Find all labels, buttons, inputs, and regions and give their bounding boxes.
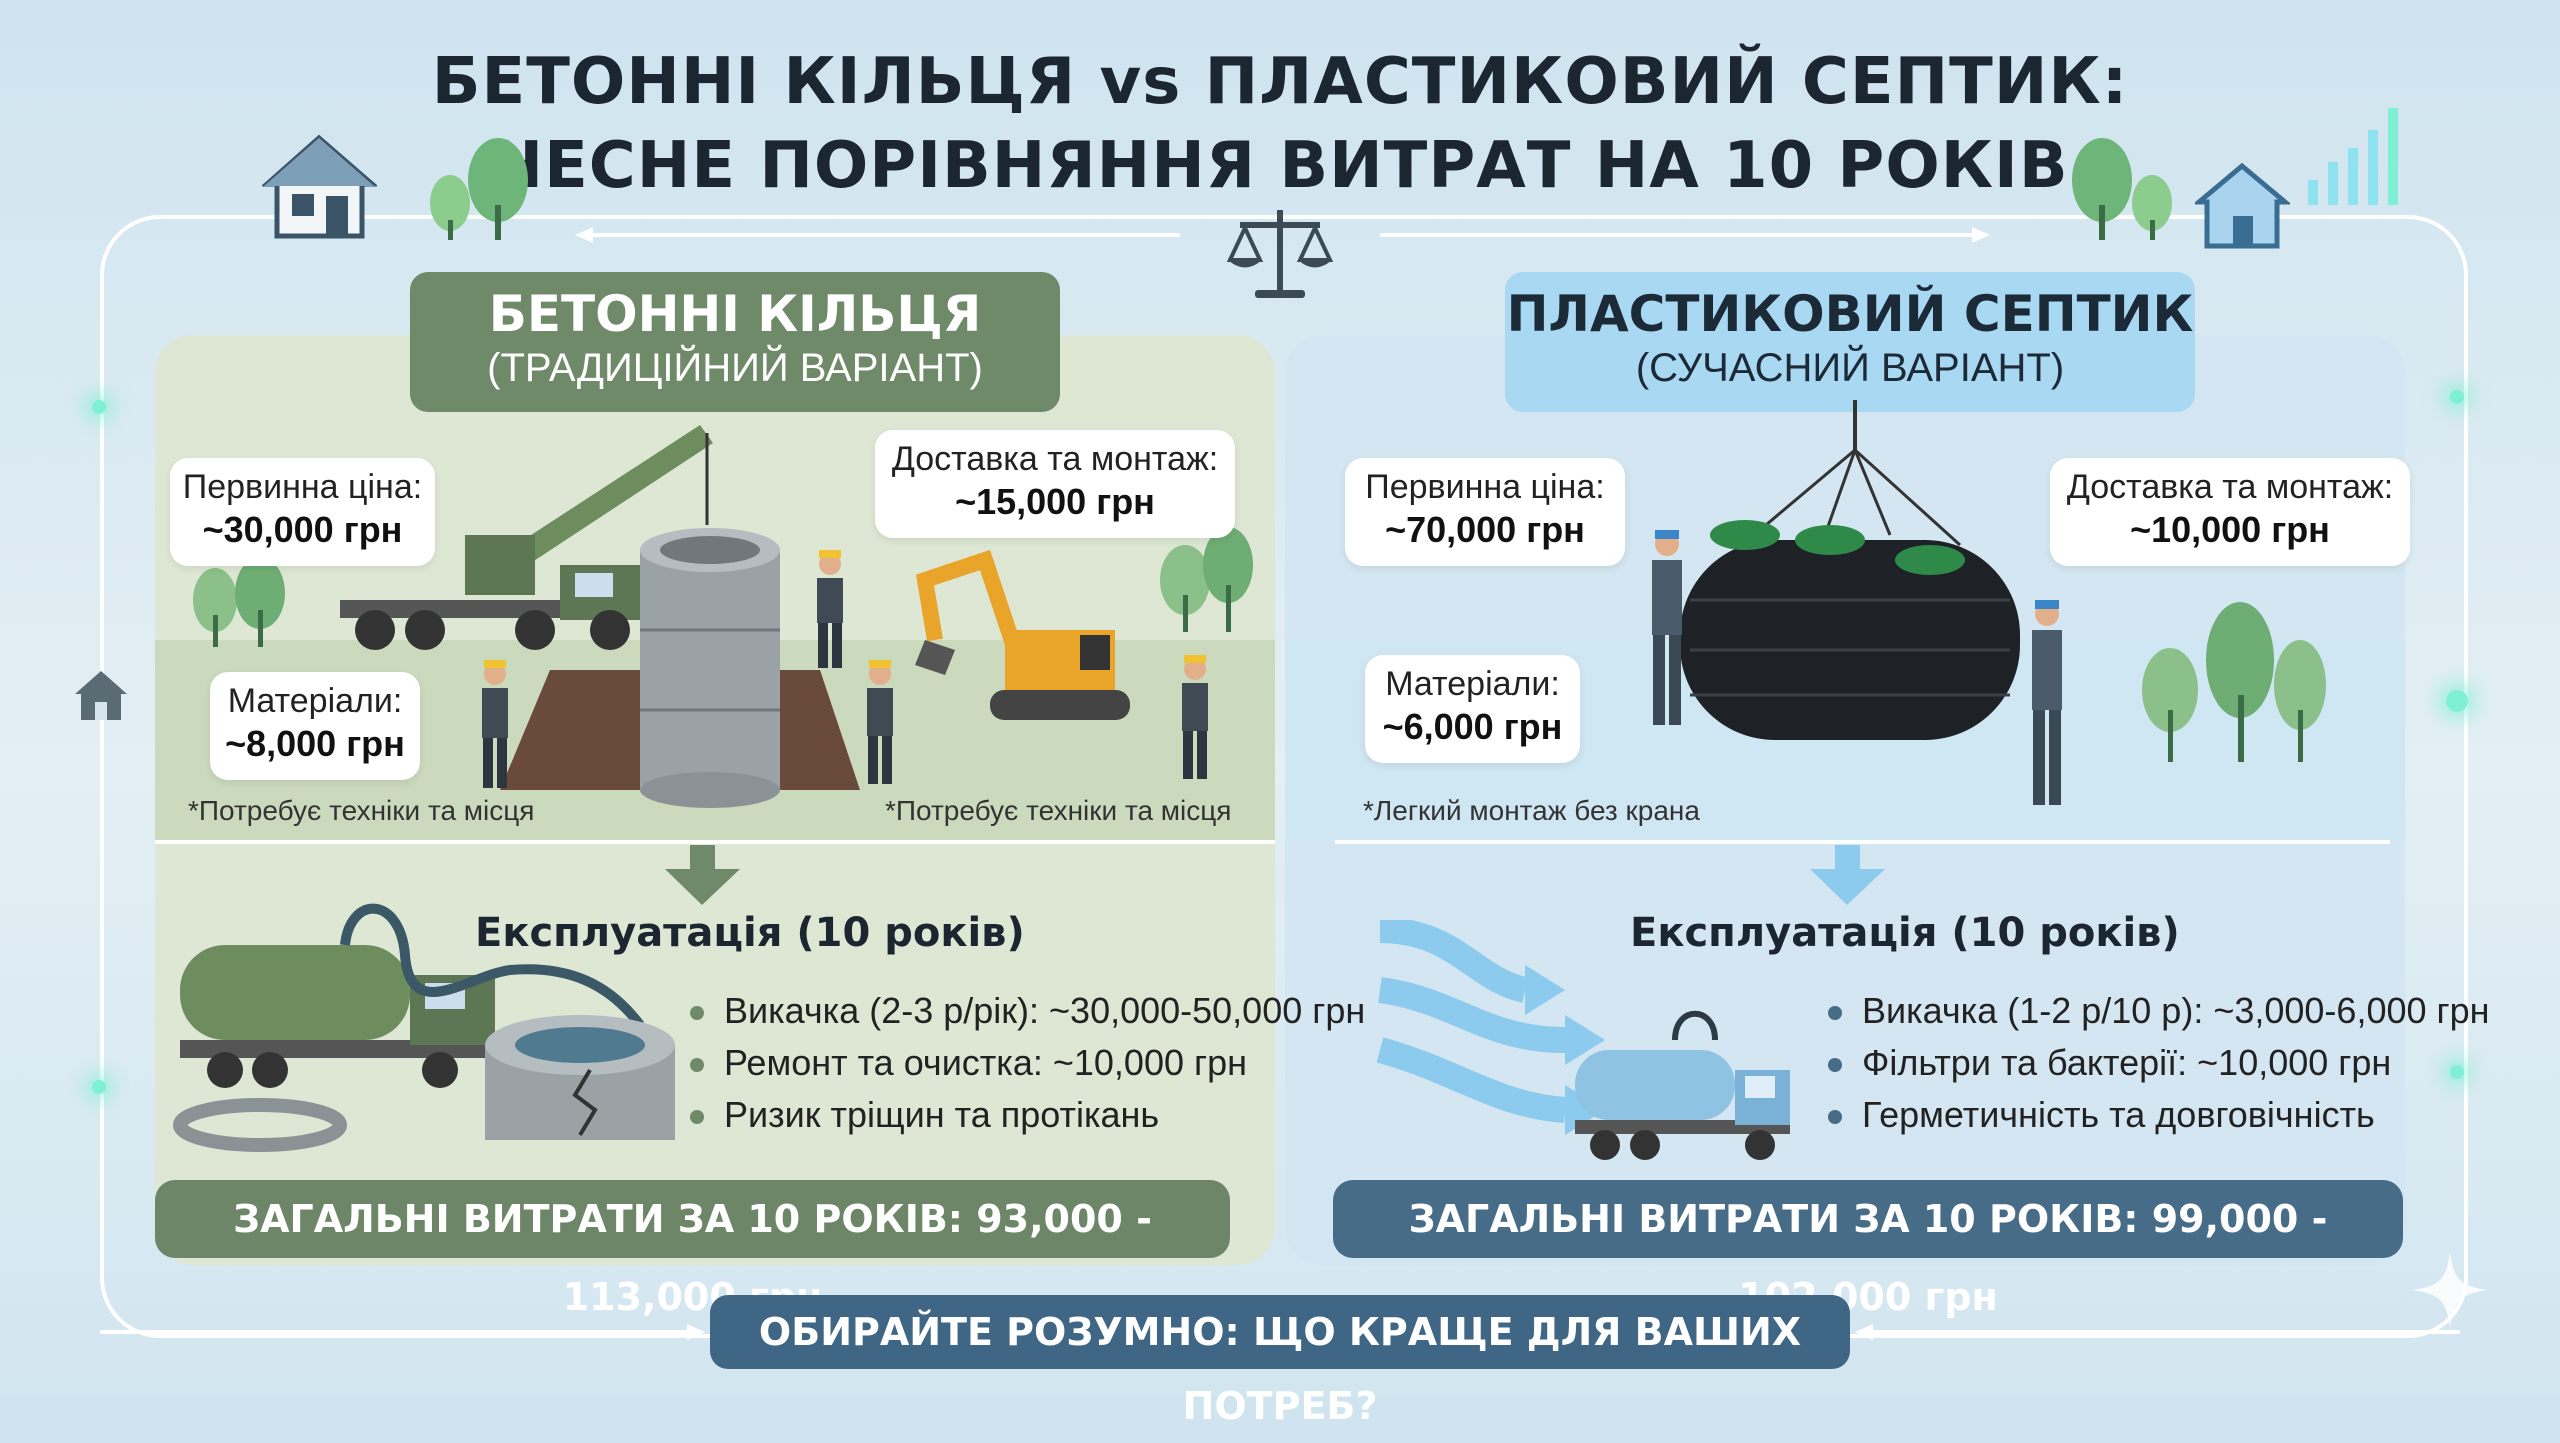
worker-icon: [1182, 655, 1208, 779]
vacuum-truck-icon: [1575, 1010, 1790, 1160]
right-delivery-label: Доставка та монтаж:: [2066, 468, 2394, 506]
left-heading-subtitle: (ТРАДИЦІЙНИЙ ВАРІАНТ): [487, 346, 983, 390]
house-icon: [75, 671, 127, 720]
list-item-text: Герметичність та довговічність: [1862, 1094, 2375, 1135]
page-title: БЕТОННІ КІЛЬЦЯ vs ПЛАСТИКОВИЙ СЕПТИК: ЧЕ…: [0, 40, 2560, 208]
house-icon: [262, 134, 377, 239]
glow-dot: [92, 1080, 106, 1094]
bullet-icon: [690, 1006, 704, 1021]
right-total-bar: ЗАГАЛЬНІ ВИТРАТИ ЗА 10 РОКІВ: 99,000 - 1…: [1333, 1180, 2403, 1319]
bullet-icon: [1828, 1006, 1842, 1021]
left-initial-price-value: ~30,000 грн: [202, 509, 403, 550]
list-item: Фільтри та бактерії: ~10,000 грн: [1828, 1037, 2490, 1089]
down-arrow-icon: [665, 845, 740, 905]
left-materials-label: Матеріали:: [227, 682, 403, 720]
left-note-1: *Потребує техніки та місця: [188, 795, 535, 826]
left-bullet-list: Викачка (2-3 р/рік): ~30,000-50,000 грн …: [690, 985, 1365, 1141]
arrow-left-icon: [575, 227, 1180, 243]
left-materials-callout: Матеріали: ~8,000 грн: [210, 672, 420, 780]
tree-icon: [430, 138, 528, 240]
tree-icon: [193, 557, 285, 647]
list-item: Викачка (1-2 р/10 р): ~3,000-6,000 грн: [1828, 985, 2490, 1037]
sparkle-icon: [2412, 1252, 2488, 1328]
list-item-text: Ризик тріщин та протікань: [724, 1094, 1160, 1135]
right-divider: [1335, 840, 2390, 844]
right-materials-label: Матеріали:: [1385, 665, 1560, 703]
title-line-1: БЕТОННІ КІЛЬЦЯ vs ПЛАСТИКОВИЙ СЕПТИК:: [431, 45, 2129, 119]
list-item-text: Викачка (1-2 р/10 р): ~3,000-6,000 грн: [1862, 990, 2490, 1031]
right-initial-price-callout: Первинна ціна: ~70,000 грн: [1345, 458, 1625, 566]
right-initial-price-value: ~70,000 грн: [1385, 509, 1585, 550]
list-item: Ризик тріщин та протікань: [690, 1089, 1365, 1141]
right-delivery-callout: Доставка та монтаж: ~10,000 грн: [2050, 458, 2410, 566]
right-bullet-list: Викачка (1-2 р/10 р): ~3,000-6,000 грн Ф…: [1828, 985, 2490, 1141]
arrow-left-icon: [1855, 1324, 2460, 1340]
arrow-right-icon: [1380, 227, 1990, 243]
right-heading-subtitle: (СУЧАСНИЙ ВАРІАНТ): [1635, 346, 2065, 390]
right-heading: ПЛАСТИКОВИЙ СЕПТИК (СУЧАСНИЙ ВАРІАНТ): [1505, 272, 2195, 412]
tree-icon: [1160, 527, 1253, 632]
left-delivery-value: ~15,000 грн: [955, 481, 1155, 522]
list-item: Ремонт та очистка: ~10,000 грн: [690, 1037, 1365, 1089]
left-note-2: *Потребує техніки та місця: [885, 795, 1232, 826]
title-line-2: ЧЕСНЕ ПОРІВНЯННЯ ВИТРАТ НА 10 РОКІВ: [491, 129, 2069, 203]
concrete-ring-icon: [640, 528, 780, 808]
left-initial-price-label: Первинна ціна:: [182, 468, 423, 506]
right-materials-value: ~6,000 грн: [1382, 706, 1563, 747]
right-materials-callout: Матеріали: ~6,000 грн: [1365, 655, 1580, 763]
left-materials-value: ~8,000 грн: [225, 723, 405, 764]
tree-icon: [2142, 602, 2326, 762]
down-arrow-icon: [1810, 845, 1885, 905]
worker-icon: [817, 550, 843, 668]
glow-dot: [2446, 690, 2468, 712]
bullet-icon: [690, 1110, 704, 1125]
right-heading-title: ПЛАСТИКОВИЙ СЕПТИК: [1506, 285, 2194, 343]
scales-icon: [1226, 210, 1334, 298]
arrow-right-icon: [100, 1324, 705, 1340]
left-delivery-callout: Доставка та монтаж: ~15,000 грн: [875, 430, 1235, 538]
right-delivery-value: ~10,000 грн: [2130, 509, 2330, 550]
left-heading-title: БЕТОННІ КІЛЬЦЯ: [488, 285, 982, 343]
crane-truck-icon: [340, 425, 713, 650]
bar-chart-icon: [2308, 108, 2398, 205]
list-item: Викачка (2-3 р/рік): ~30,000-50,000 грн: [690, 985, 1365, 1037]
bullet-icon: [1828, 1110, 1842, 1125]
left-total-bar: ЗАГАЛЬНІ ВИТРАТИ ЗА 10 РОКІВ: 93,000 - 1…: [155, 1180, 1230, 1319]
glow-dot: [2450, 390, 2464, 404]
left-divider: [155, 840, 1275, 844]
worker-icon: [867, 660, 893, 784]
glow-dot: [2450, 1065, 2464, 1079]
tree-icon: [2072, 138, 2172, 240]
septic-tank-icon: [1680, 400, 2020, 740]
worker-icon: [482, 660, 508, 788]
bullet-icon: [690, 1058, 704, 1073]
bullet-icon: [1828, 1058, 1842, 1073]
cta-banner: ОБИРАЙТЕ РОЗУМНО: ЩО КРАЩЕ ДЛЯ ВАШИХ ПОТ…: [710, 1295, 1850, 1428]
left-heading: БЕТОННІ КІЛЬЦЯ (ТРАДИЦІЙНИЙ ВАРІАНТ): [410, 272, 1060, 412]
list-item: Герметичність та довговічність: [1828, 1089, 2490, 1141]
list-item-text: Ремонт та очистка: ~10,000 грн: [724, 1042, 1248, 1083]
glow-dot: [92, 400, 106, 414]
worker-icon: [1652, 530, 1682, 725]
left-initial-price-callout: Первинна ціна: ~30,000 грн: [170, 458, 435, 566]
right-operation-title: Експлуатація (10 років): [1630, 910, 2180, 956]
house-icon: [2195, 162, 2290, 249]
left-delivery-label: Доставка та монтаж:: [891, 440, 1219, 478]
list-item-text: Фільтри та бактерії: ~10,000 грн: [1862, 1042, 2392, 1083]
vacuum-truck-icon: [173, 903, 675, 1152]
right-note: *Легкий монтаж без крана: [1363, 795, 1700, 826]
excavator-icon: [915, 549, 1130, 720]
right-initial-price-label: Первинна ціна:: [1365, 468, 1605, 506]
list-item-text: Викачка (2-3 р/рік): ~30,000-50,000 грн: [724, 990, 1366, 1031]
worker-icon: [2032, 600, 2062, 805]
left-operation-title: Експлуатація (10 років): [475, 910, 1025, 956]
